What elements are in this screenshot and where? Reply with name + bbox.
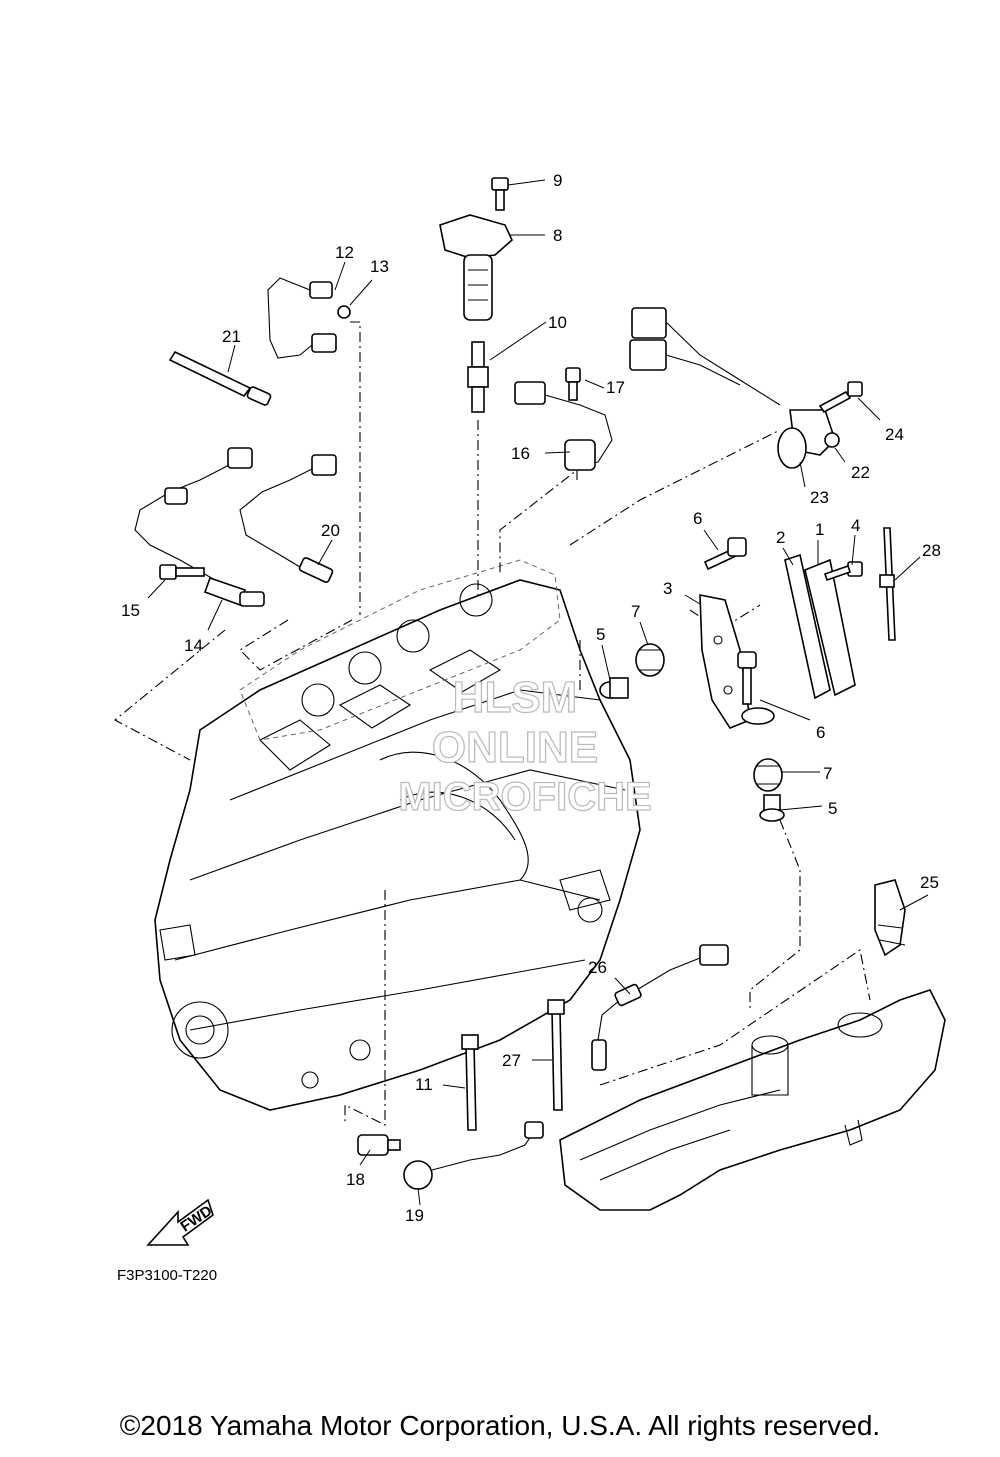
part-7-grommet-right bbox=[753, 758, 783, 792]
assembly-lines bbox=[114, 321, 871, 1126]
callout-11: 11 bbox=[415, 1075, 433, 1094]
callout-18: 18 bbox=[346, 1170, 365, 1189]
part-19-knock-sensor bbox=[403, 1121, 544, 1190]
callout-6b: 6 bbox=[816, 723, 825, 742]
part-9-bolt bbox=[491, 177, 509, 211]
callout-22: 22 bbox=[851, 463, 870, 482]
diagram-code: F3P3100-T220 bbox=[117, 1267, 217, 1284]
callout-27: 27 bbox=[502, 1051, 521, 1070]
exhaust-manifold bbox=[559, 989, 946, 1211]
callout-9: 9 bbox=[553, 171, 562, 190]
part-21-probe bbox=[168, 350, 272, 406]
part-12-sensor bbox=[267, 277, 337, 359]
part-11-cable-tie bbox=[461, 1034, 479, 1131]
engine-block bbox=[154, 579, 641, 1111]
callout-7b: 7 bbox=[823, 764, 832, 783]
callout-16: 16 bbox=[511, 444, 530, 463]
part-1-cover bbox=[804, 558, 856, 697]
callout-15: 15 bbox=[121, 601, 140, 620]
callout-14: 14 bbox=[184, 636, 203, 655]
part-20-sensor bbox=[239, 454, 337, 583]
callout-8: 8 bbox=[553, 226, 562, 245]
callout-5b: 5 bbox=[828, 799, 837, 818]
callout-3: 3 bbox=[663, 579, 672, 598]
callout-20: 20 bbox=[321, 521, 340, 540]
callouts: 1 2 3 4 5 5 6 6 7 7 8 9 10 11 12 13 14 1… bbox=[121, 171, 941, 1225]
callout-26: 26 bbox=[588, 958, 607, 977]
part-16-sensor bbox=[514, 381, 613, 471]
cylinder-head-outline bbox=[239, 559, 561, 741]
part-15-bolt bbox=[159, 564, 205, 580]
callout-13: 13 bbox=[370, 257, 389, 276]
part-23-o-ring bbox=[777, 427, 807, 469]
part-5-collar bbox=[599, 677, 629, 699]
copyright-notice: ©2018 Yamaha Motor Corporation, U.S.A. A… bbox=[119, 1410, 881, 1441]
part-5-collar-right bbox=[759, 794, 785, 822]
part-8-ignition-coil bbox=[439, 214, 513, 321]
part-10-spark-plug bbox=[467, 341, 489, 413]
fwd-arrow-icon: FWD bbox=[146, 1198, 215, 1246]
callout-21: 21 bbox=[222, 327, 241, 346]
cylinder-bores bbox=[301, 583, 493, 717]
callout-24: 24 bbox=[885, 425, 904, 444]
callout-12: 12 bbox=[335, 243, 354, 262]
callout-17: 17 bbox=[606, 378, 625, 397]
part-4-bolt bbox=[823, 561, 863, 582]
part-22-cam-sensor bbox=[629, 307, 840, 456]
callout-2: 2 bbox=[776, 528, 785, 547]
part-28-cable-tie bbox=[879, 527, 896, 641]
part-7-grommet bbox=[635, 643, 665, 677]
watermark-line-2: ONLINE bbox=[432, 723, 598, 772]
callout-5a: 5 bbox=[596, 625, 605, 644]
part-6-bolt-lower bbox=[737, 651, 775, 725]
part-24-bolt bbox=[818, 381, 863, 414]
watermark: HLSM ONLINE MICROFICHE bbox=[398, 672, 653, 819]
callout-28: 28 bbox=[922, 541, 941, 560]
callout-leaders bbox=[147, 179, 929, 1206]
part-25-clip bbox=[874, 879, 906, 957]
callout-25: 25 bbox=[920, 873, 939, 892]
callout-19: 19 bbox=[405, 1206, 424, 1225]
watermark-line-3: MICROFICHE bbox=[398, 775, 651, 819]
callout-6a: 6 bbox=[693, 509, 702, 528]
part-27-cable-tie bbox=[547, 999, 565, 1111]
callout-23: 23 bbox=[810, 488, 829, 507]
part-6-bolt bbox=[703, 537, 747, 571]
part-3-bracket bbox=[699, 594, 751, 729]
part-2-cover bbox=[784, 553, 831, 700]
part-13-gasket bbox=[337, 305, 351, 319]
part-14-sensor bbox=[134, 447, 265, 607]
part-18-sensor bbox=[357, 1134, 401, 1156]
watermark-line-1: HLSM bbox=[453, 673, 578, 722]
callout-4: 4 bbox=[851, 516, 860, 535]
callout-1: 1 bbox=[815, 520, 824, 539]
callout-7a: 7 bbox=[631, 602, 640, 621]
callout-10: 10 bbox=[548, 313, 567, 332]
part-17-bolt bbox=[565, 367, 581, 401]
part-26-sensor bbox=[591, 944, 729, 1071]
